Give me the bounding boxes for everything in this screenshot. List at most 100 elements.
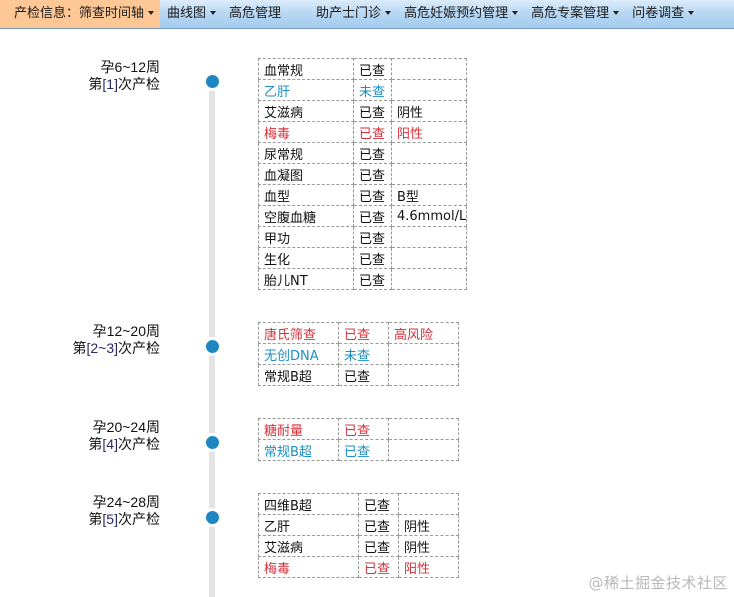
watermark: @稀土掘金技术社区	[588, 574, 728, 592]
exam-status: 已查	[338, 439, 389, 461]
exam-result: 高风险	[388, 322, 459, 344]
caret-down-icon	[148, 11, 155, 15]
menu-high-risk-appointment[interactable]: 高危妊娠预约管理	[397, 0, 524, 28]
exam-name: 常规B超	[258, 439, 339, 461]
exam-name: 甲功	[258, 226, 354, 248]
exam-status: 已查	[353, 58, 392, 80]
exam-result	[390, 226, 468, 248]
table-row: 乙肝未查	[258, 79, 468, 101]
exam-result	[390, 268, 468, 290]
stage-label: 孕20~24周 第[4]次产检	[88, 419, 160, 453]
exam-name: 梅毒	[258, 121, 354, 143]
exam-status: 已查	[353, 163, 392, 185]
menu-high-risk-management[interactable]: 高危管理	[222, 0, 287, 28]
stage-visit: 第[4]次产检	[88, 436, 160, 452]
exam-status: 已查	[358, 535, 399, 557]
exam-status: 已查	[353, 100, 392, 122]
timeline-dot[interactable]	[206, 340, 219, 353]
menu-label: 曲线图	[167, 6, 207, 21]
stage-weeks: 孕12~20周	[92, 323, 160, 339]
menu-label: 问卷调查	[632, 6, 685, 21]
exam-name: 血常规	[258, 58, 354, 80]
menu-prenatal-info-timeline[interactable]: 产检信息：筛查时间轴	[0, 0, 161, 28]
caret-down-icon	[512, 11, 519, 15]
exam-result: 阳性	[398, 556, 459, 578]
menu-questionnaire[interactable]: 问卷调查	[625, 0, 700, 28]
timeline-dot[interactable]	[206, 436, 219, 449]
exam-name: 胎儿NT	[258, 268, 354, 290]
exam-status: 已查	[338, 322, 389, 344]
stage-label: 孕12~20周 第[2~3]次产检	[72, 323, 160, 357]
stage-label: 孕24~28周 第[5]次产检	[88, 494, 160, 528]
exam-table: 四维B超已查 乙肝已查阴性 艾滋病已查阴性 梅毒已查阳性	[258, 493, 459, 578]
stage-visit: 第[5]次产检	[88, 511, 160, 527]
exam-result: 阳性	[390, 121, 468, 143]
exam-name: 四维B超	[258, 493, 359, 515]
table-row: 常规B超已查	[258, 439, 459, 461]
table-row: 艾滋病已查阴性	[258, 100, 468, 122]
exam-result	[390, 163, 468, 185]
exam-name: 尿常规	[258, 142, 354, 164]
table-row: 常规B超已查	[258, 364, 459, 386]
top-menu-bar: 产检信息：筛查时间轴 曲线图 高危管理 助产士门诊 高危妊娠预约管理 高危专案管…	[0, 0, 734, 29]
caret-down-icon	[385, 11, 392, 15]
table-row: 尿常规已查	[258, 142, 468, 164]
table-row: 生化已查	[258, 247, 468, 269]
exam-status: 未查	[338, 343, 389, 365]
exam-result	[390, 142, 468, 164]
exam-result: 阴性	[398, 514, 459, 536]
menu-label: 助产士门诊	[316, 6, 382, 21]
menu-midwife-clinic[interactable]: 助产士门诊	[309, 0, 397, 28]
stage-weeks: 孕6~12周	[100, 59, 160, 75]
exam-status: 已查	[358, 493, 399, 515]
exam-result: 4.6mmol/L	[390, 205, 468, 227]
table-row: 糖耐量已查	[258, 418, 459, 440]
table-row: 梅毒已查阳性	[258, 556, 459, 578]
exam-result	[388, 418, 459, 440]
exam-result	[388, 439, 459, 461]
exam-status: 已查	[358, 514, 399, 536]
exam-name: 血型	[258, 184, 354, 206]
timeline-dot[interactable]	[206, 75, 219, 88]
exam-name: 艾滋病	[258, 100, 354, 122]
exam-table: 糖耐量已查 常规B超已查	[258, 418, 459, 461]
exam-status: 已查	[353, 121, 392, 143]
table-row: 梅毒已查阳性	[258, 121, 468, 143]
exam-result	[388, 343, 459, 365]
exam-name: 乙肝	[258, 79, 354, 101]
exam-status: 已查	[358, 556, 399, 578]
caret-down-icon	[688, 11, 695, 15]
exam-name: 唐氏筛查	[258, 322, 339, 344]
table-row: 唐氏筛查已查高风险	[258, 322, 459, 344]
exam-status: 已查	[353, 268, 392, 290]
exam-name: 血凝图	[258, 163, 354, 185]
exam-result	[398, 493, 459, 515]
exam-status: 已查	[353, 226, 392, 248]
timeline-dot[interactable]	[206, 511, 219, 524]
exam-status: 已查	[353, 142, 392, 164]
table-row: 甲功已查	[258, 226, 468, 248]
exam-name: 乙肝	[258, 514, 359, 536]
caret-down-icon	[210, 11, 217, 15]
table-row: 血常规已查	[258, 58, 468, 80]
exam-name: 梅毒	[258, 556, 359, 578]
exam-result: 阴性	[390, 100, 468, 122]
exam-result	[390, 247, 468, 269]
menu-high-risk-case-management[interactable]: 高危专案管理	[524, 0, 625, 28]
exam-name: 无创DNA	[258, 343, 339, 365]
exam-status: 已查	[338, 364, 389, 386]
stage-weeks: 孕20~24周	[92, 419, 160, 435]
stage-weeks: 孕24~28周	[92, 494, 160, 510]
stage-label: 孕6~12周 第[1]次产检	[88, 59, 160, 93]
exam-result	[390, 58, 468, 80]
menu-curve-chart[interactable]: 曲线图	[160, 0, 222, 28]
table-row: 乙肝已查阴性	[258, 514, 459, 536]
exam-result: 阴性	[398, 535, 459, 557]
exam-name: 糖耐量	[258, 418, 339, 440]
exam-result	[388, 364, 459, 386]
